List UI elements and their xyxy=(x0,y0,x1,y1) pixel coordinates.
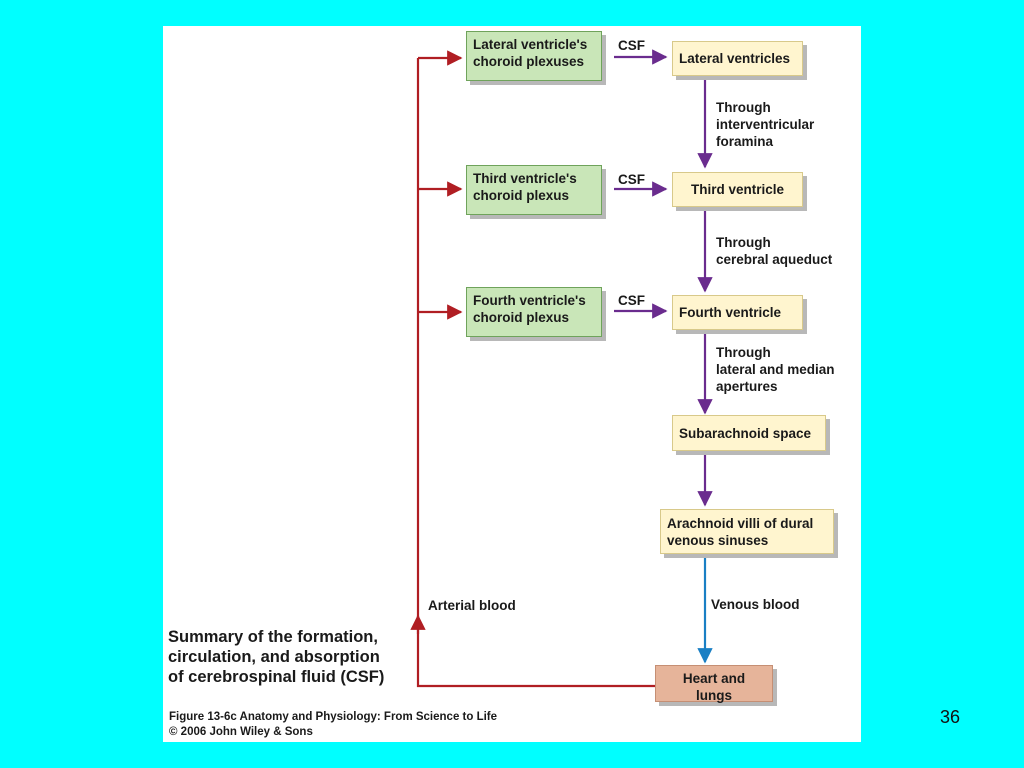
chamber-box-lateral-ventricles: Lateral ventricles xyxy=(672,41,803,76)
source-box-text: choroid plexuses xyxy=(473,54,585,69)
summary-line: circulation, and absorption xyxy=(168,648,380,666)
flow-arrows xyxy=(410,49,713,688)
passage-label-text: Through xyxy=(716,100,771,115)
passage-label-text: interventricular xyxy=(716,117,815,132)
passage-label-apertures: Through lateral and median apertures xyxy=(716,344,835,395)
chamber-box-text: Lateral ventricles xyxy=(679,51,791,66)
csf-label: CSF xyxy=(618,172,645,187)
heart-lungs-text: lungs xyxy=(696,688,732,703)
csf-label: CSF xyxy=(618,293,645,308)
source-box-text: Fourth ventricle's xyxy=(473,293,586,308)
heart-lungs-text: Heart and xyxy=(682,671,746,686)
source-box-fourth: Fourth ventricle's choroid plexus xyxy=(466,287,602,337)
passage-label-text: apertures xyxy=(716,379,778,394)
chamber-box-text: Third ventricle xyxy=(690,182,785,197)
chamber-box-subarachnoid-space: Subarachnoid space xyxy=(672,415,826,451)
venous-blood-label: Venous blood xyxy=(711,597,800,612)
chamber-box-fourth-ventricle: Fourth ventricle xyxy=(672,295,803,330)
chamber-box-text: Fourth ventricle xyxy=(679,305,782,320)
chamber-box-text: Arachnoid villi of dural xyxy=(667,515,814,531)
passage-label-text: cerebral aqueduct xyxy=(716,252,833,267)
arterial-blood-label: Arterial blood xyxy=(428,598,516,613)
figure-summary-title: Summary of the formation, circulation, a… xyxy=(168,627,384,687)
summary-line: of cerebrospinal fluid (CSF) xyxy=(168,668,385,686)
chamber-box-arachnoid-villi: Arachnoid villi of dural venous sinuses xyxy=(660,509,834,554)
passage-label-text: Through xyxy=(716,235,771,250)
caption-line: Figure 13-6c Anatomy and Physiology: Fro… xyxy=(169,711,498,723)
chamber-box-text: Subarachnoid space xyxy=(679,425,812,441)
passage-label-interventricular: Through interventricular foramina xyxy=(716,99,814,150)
figure-caption: Figure 13-6c Anatomy and Physiology: Fro… xyxy=(169,710,497,740)
chamber-box-third-ventricle: Third ventricle xyxy=(672,172,803,207)
passage-label-text: Through xyxy=(716,345,771,360)
arterial-return-line xyxy=(416,58,655,688)
source-box-text: choroid plexus xyxy=(473,310,570,325)
caption-line: © 2006 John Wiley & Sons xyxy=(169,726,313,738)
source-box-lateral: Lateral ventricle's choroid plexuses xyxy=(466,31,602,81)
figure-panel: Lateral ventricle's choroid plexuses Thi… xyxy=(163,26,861,742)
chamber-box-text: venous sinuses xyxy=(667,532,769,548)
source-box-text: Third ventricle's xyxy=(473,171,577,186)
passage-label-aqueduct: Through cerebral aqueduct xyxy=(716,234,832,268)
source-box-text: Lateral ventricle's xyxy=(473,37,588,52)
source-box-text: choroid plexus xyxy=(473,188,570,203)
slide-number: 36 xyxy=(940,707,961,727)
heart-lungs-box: Heart and lungs xyxy=(655,665,773,703)
summary-line: Summary of the formation, xyxy=(168,628,378,646)
passage-label-text: lateral and median xyxy=(716,362,835,377)
source-box-third: Third ventricle's choroid plexus xyxy=(466,165,602,215)
passage-label-text: foramina xyxy=(716,134,774,149)
csf-label: CSF xyxy=(618,38,645,53)
